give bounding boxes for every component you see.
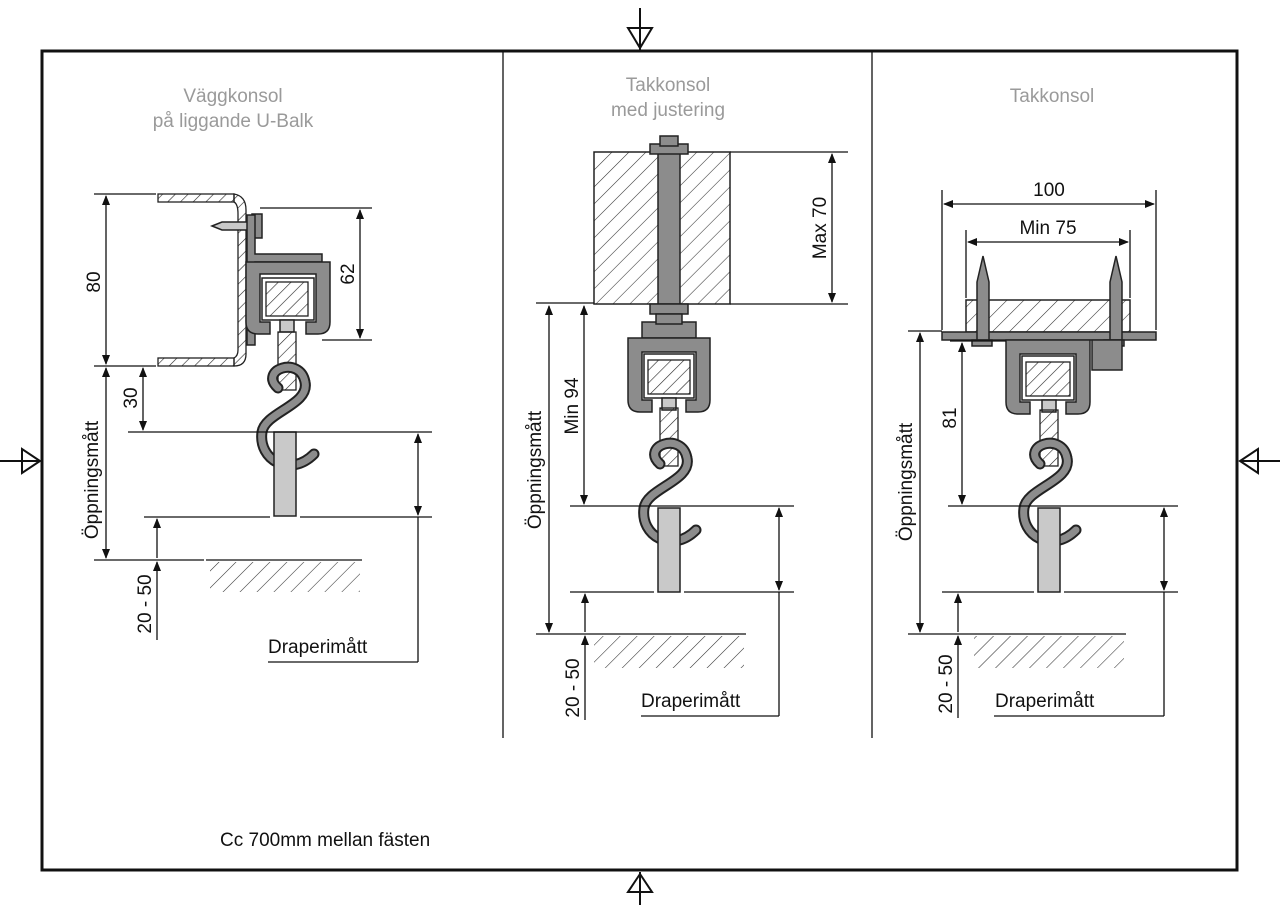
dim-drape-1: Draperimått	[268, 637, 368, 658]
panel-ceiling-bracket-adjustable: Takkonsol med justering Max 70 Min 94	[525, 75, 848, 720]
panel-1-title-line2: på liggande U-Balk	[153, 111, 314, 132]
section-mark-top	[626, 8, 654, 50]
curtain-glider-2	[657, 507, 681, 593]
section-mark-left	[0, 447, 42, 475]
rail-carrier-3	[1005, 339, 1091, 415]
wall-screw	[209, 213, 263, 239]
dim-max70: Max 70	[810, 197, 831, 259]
floor-3	[974, 636, 1124, 668]
hook-rod-2	[659, 407, 679, 467]
floor-1	[210, 562, 360, 592]
threaded-rod-2	[657, 151, 681, 305]
dim-80: 80	[84, 271, 105, 292]
rail-carrier-2	[627, 337, 711, 413]
dim-drape-2: Draperimått	[641, 691, 741, 712]
dim-min75: Min 75	[1019, 218, 1076, 239]
dim-opening-2: Öppningsmått	[525, 410, 546, 529]
panel-ceiling-bracket: Takkonsol 100 Min 75	[896, 86, 1178, 718]
section-mark-bottom	[626, 872, 654, 905]
hook-rod-1	[277, 331, 297, 391]
dim-100: 100	[1033, 180, 1065, 201]
dim-min94: Min 94	[562, 377, 583, 434]
footnote: Cc 700mm mellan fästen	[220, 830, 430, 851]
panel-wall-bracket: Väggkonsol på liggande U-Balk	[82, 86, 432, 663]
ceiling-board-3	[965, 299, 1131, 333]
rail-carrier-1	[245, 261, 331, 335]
dim-30: 30	[121, 387, 142, 408]
section-mark-right	[1238, 447, 1280, 475]
u-beam	[157, 193, 247, 367]
curtain-glider-3	[1037, 507, 1061, 593]
dim-drape-3: Draperimått	[995, 691, 1095, 712]
panel-3-title-line1: Takkonsol	[1010, 86, 1095, 107]
dim-81: 81	[940, 407, 961, 428]
dim-floor-1: 20 - 50	[135, 574, 156, 633]
drawing-frame	[40, 49, 1239, 872]
floor-2	[594, 636, 744, 668]
dim-floor-3: 20 - 50	[936, 654, 957, 713]
ceiling-plate-3	[941, 331, 1157, 341]
panel-1-title-line1: Väggkonsol	[183, 86, 282, 107]
dim-opening-3: Öppningsmått	[896, 422, 917, 541]
dim-62: 62	[338, 263, 359, 284]
curtain-glider-1	[273, 431, 297, 517]
panel-2-title-line2: med justering	[611, 100, 725, 121]
dim-floor-2: 20 - 50	[563, 658, 584, 717]
panel-2-title-line1: Takkonsol	[626, 75, 711, 96]
dim-opening-1: Öppningsmått	[82, 420, 103, 539]
